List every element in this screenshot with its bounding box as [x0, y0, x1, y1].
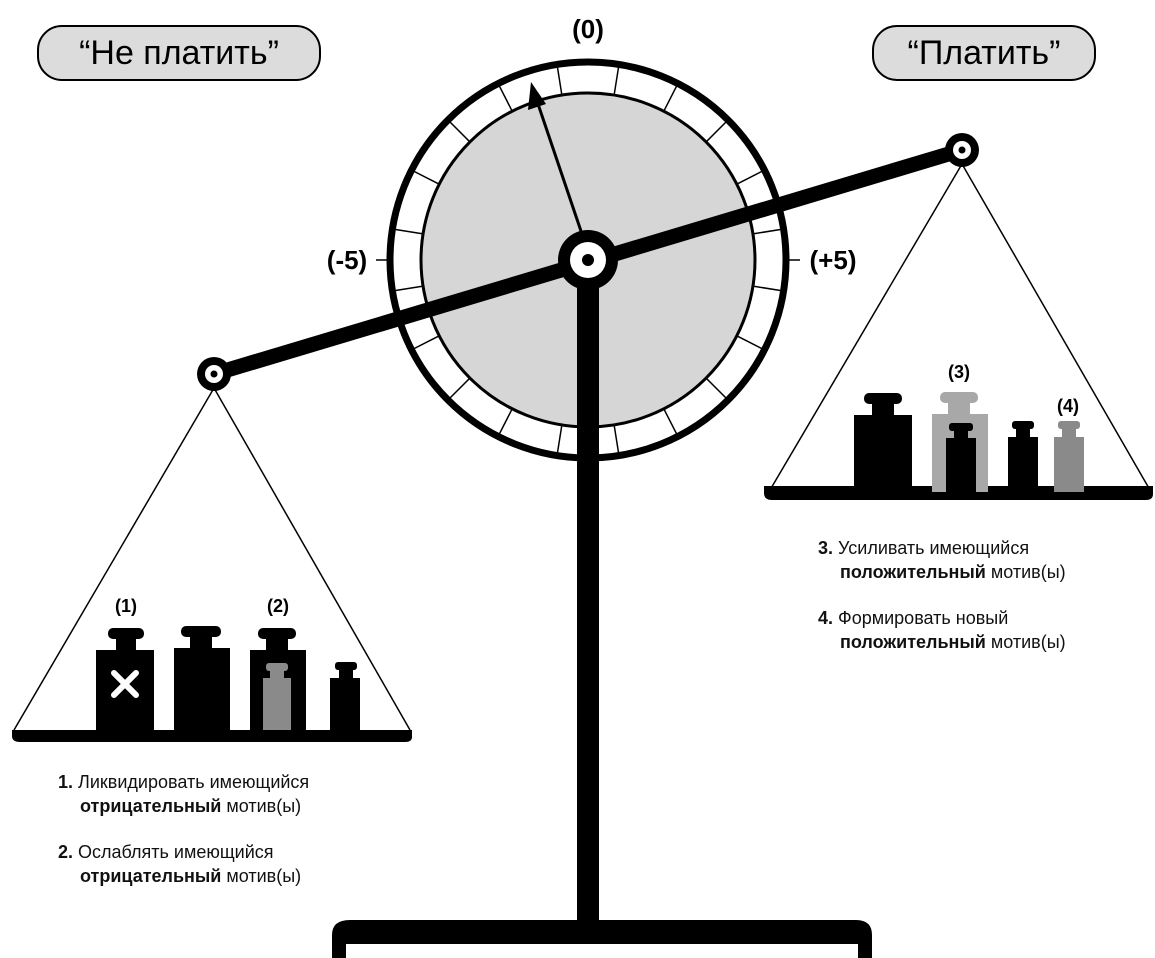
weight-plain-right — [854, 393, 912, 492]
dial-tick — [556, 424, 563, 456]
dial-tick — [447, 377, 471, 401]
dial-tick — [705, 377, 729, 401]
weight-1-eliminate — [96, 628, 154, 730]
weight-1-label: (1) — [115, 596, 137, 616]
note-4-line1: Формировать новый — [838, 608, 1009, 628]
weight-plain-left — [174, 626, 230, 730]
scale-beam — [197, 133, 979, 391]
note-1-line1: Ликвидировать имеющийся — [78, 772, 310, 792]
note-3-number: 3. — [818, 538, 834, 558]
note-2-number: 2. — [58, 842, 74, 862]
weight-3-label: (3) — [948, 362, 970, 382]
right-pan-label: “Платить” — [872, 25, 1096, 81]
dial-tick — [613, 64, 620, 96]
dial-tick — [556, 64, 563, 96]
dial-ticks — [376, 64, 800, 456]
dial-tick — [447, 119, 471, 143]
cross-icon — [111, 670, 139, 698]
dial-tick — [752, 228, 784, 235]
dial-tick — [497, 83, 513, 112]
note-4: 4. Формировать новый положительный мотив… — [818, 606, 1066, 654]
left-pan-label-text: “Не платить” — [79, 34, 279, 72]
weight-4-new — [1054, 421, 1084, 492]
note-4-rest: мотив(ы) — [990, 632, 1066, 652]
dial-plus-label: (+5) — [810, 245, 857, 275]
note-2-line1: Ослаблять имеющийся — [78, 842, 274, 862]
weight-small-right — [1008, 421, 1038, 492]
note-3-rest: мотив(ы) — [990, 562, 1066, 582]
note-4-bold: положительный — [840, 632, 986, 652]
note-3-line1: Усиливать имеющийся — [838, 538, 1030, 558]
note-1-rest: мотив(ы) — [226, 796, 302, 816]
note-2: 2. Ослаблять имеющийся отрицательный мот… — [58, 840, 309, 888]
note-2-rest: мотив(ы) — [226, 866, 302, 886]
dial-tick — [613, 424, 620, 456]
note-3-bold: положительный — [840, 562, 986, 582]
note-1: 1. Ликвидировать имеющийся отрицательный… — [58, 770, 309, 818]
weight-2-label: (2) — [267, 596, 289, 616]
right-pivot — [945, 133, 979, 167]
dial-tick — [752, 285, 784, 292]
right-pan-label-text: “Платить” — [908, 34, 1061, 72]
scale-stand — [332, 270, 872, 958]
dial-minus-label: (-5) — [327, 245, 367, 275]
note-1-number: 1. — [58, 772, 74, 792]
dial-tick — [705, 119, 729, 143]
note-2-bold: отрицательный — [80, 866, 222, 886]
weight-3-strengthen — [932, 392, 988, 492]
dial-pointer — [534, 97, 586, 241]
left-pan: (1) (2) — [12, 387, 412, 742]
dial-tick — [392, 228, 424, 235]
left-pan-label: “Не платить” — [37, 25, 321, 81]
note-3: 3. Усиливать имеющийся положительный мот… — [818, 536, 1066, 584]
dial-tick — [736, 169, 765, 185]
dial-zero-label: (0) — [572, 14, 604, 44]
left-pivot — [197, 357, 231, 391]
left-notes: 1. Ликвидировать имеющийся отрицательный… — [58, 770, 309, 888]
weight-4-label: (4) — [1057, 396, 1079, 416]
dial-tick — [411, 335, 440, 351]
dial-tick — [663, 83, 679, 112]
right-pan: (3) (4) — [764, 163, 1153, 500]
dial-tick — [392, 285, 424, 292]
weight-small-left — [330, 662, 360, 730]
dial-tick — [411, 169, 440, 185]
dial-tick — [736, 335, 765, 351]
dial-pointer-arrowhead — [528, 82, 546, 110]
note-4-number: 4. — [818, 608, 834, 628]
right-notes: 3. Усиливать имеющийся положительный мот… — [818, 536, 1066, 654]
dial-tick — [497, 408, 513, 437]
dial-tick — [663, 408, 679, 437]
note-1-bold: отрицательный — [80, 796, 222, 816]
weight-2-weaken — [250, 628, 306, 730]
